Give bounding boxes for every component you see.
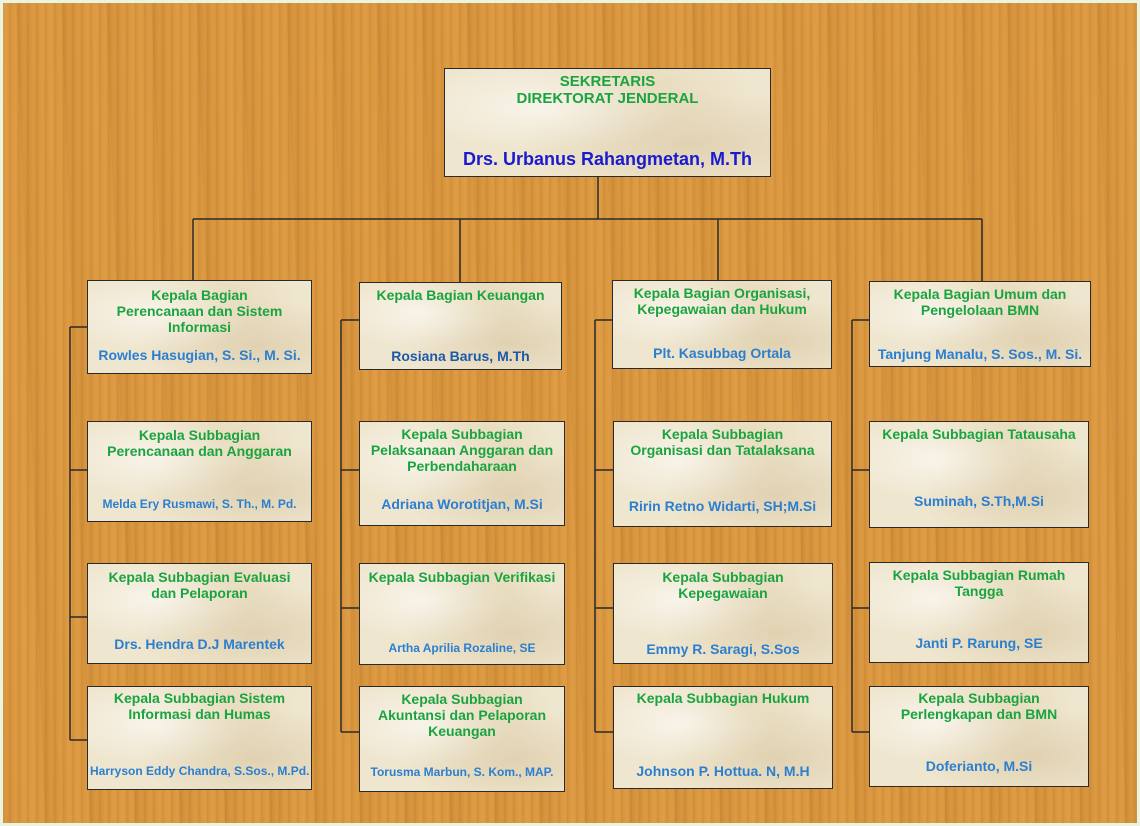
sub-name: Torusma Marbun, S. Kom., MAP. (370, 765, 554, 779)
sub-name: Johnson P. Hottua. N, M.H (636, 763, 810, 779)
sub-name: Harryson Eddy Chandra, S.Sos., M.Pd. (90, 764, 310, 778)
sub-title: Kepala Subbagian Pelaksanaan Anggaran da… (370, 426, 554, 474)
head-title: Kepala Bagian Keuangan (376, 287, 545, 303)
sub-title: Kepala Subbagian Perlengkapan dan BMN (900, 690, 1058, 722)
sub-name: Doferianto, M.Si (925, 758, 1033, 774)
sub-box-kepegawaian: Kepala Subbagian Kepegawaian Emmy R. Sar… (613, 563, 833, 664)
sub-name: Emmy R. Saragi, S.Sos (646, 641, 800, 657)
sub-title: Kepala Subbagian Tatausaha (882, 426, 1076, 442)
sub-title: Kepala Subbagian Evaluasi dan Pelaporan (108, 569, 291, 601)
sub-box-tatausaha: Kepala Subbagian Tatausaha Suminah, S.Th… (869, 421, 1089, 528)
head-title: Kepala Bagian Organisasi, Kepegawaian da… (633, 285, 811, 317)
sub-box-akuntansi-pelaporan: Kepala Subbagian Akuntansi dan Pelaporan… (359, 686, 565, 792)
sub-box-verifikasi: Kepala Subbagian Verifikasi Artha Aprili… (359, 563, 565, 665)
head-box-keuangan: Kepala Bagian Keuangan Rosiana Barus, M.… (359, 282, 562, 370)
head-name: Tanjung Manalu, S. Sos., M. Si. (877, 346, 1083, 362)
head-box-perencanaan: Kepala Bagian Perencanaan dan Sistem Inf… (87, 280, 312, 374)
head-name: Plt. Kasubbag Ortala (653, 345, 791, 361)
sekretaris-name: Drs. Urbanus Rahangmetan, M.Th (462, 149, 753, 169)
sub-box-rumah-tangga: Kepala Subbagian Rumah Tangga Janti P. R… (869, 562, 1089, 663)
sub-name: Adriana Worotitjan, M.Si (381, 496, 543, 512)
sekretaris-box: SEKRETARIS DIREKTORAT JENDERAL Drs. Urba… (444, 68, 771, 177)
head-box-organisasi: Kepala Bagian Organisasi, Kepegawaian da… (612, 280, 832, 369)
sub-box-pelaksanaan-anggaran: Kepala Subbagian Pelaksanaan Anggaran da… (359, 421, 565, 526)
sub-box-hukum: Kepala Subbagian Hukum Johnson P. Hottua… (613, 686, 833, 789)
sub-title: Kepala Subbagian Akuntansi dan Pelaporan… (377, 691, 547, 739)
head-title: Kepala Bagian Umum dan Pengelolaan BMN (893, 286, 1067, 318)
sub-title: Kepala Subbagian Kepegawaian (662, 569, 784, 601)
sub-box-perencanaan-anggaran: Kepala Subbagian Perencanaan dan Anggara… (87, 421, 312, 522)
sub-name: Melda Ery Rusmawi, S. Th., M. Pd. (102, 497, 297, 511)
sub-title: Kepala Subbagian Hukum (636, 690, 810, 706)
sub-name: Suminah, S.Th,M.Si (914, 493, 1044, 509)
head-title: Kepala Bagian Perencanaan dan Sistem Inf… (116, 287, 283, 335)
sub-box-evaluasi-pelaporan: Kepala Subbagian Evaluasi dan Pelaporan … (87, 563, 312, 664)
sub-name: Ririn Retno Widarti, SH;M.Si (628, 498, 817, 514)
head-name: Rowles Hasugian, S. Si., M. Si. (98, 347, 301, 363)
sub-title: Kepala Subbagian Sistem Informasi dan Hu… (113, 690, 286, 722)
sub-title: Kepala Subbagian Organisasi dan Tatalaks… (630, 426, 815, 458)
sub-box-perlengkapan-bmn: Kepala Subbagian Perlengkapan dan BMN Do… (869, 686, 1089, 787)
sub-title: Kepala Subbagian Rumah Tangga (892, 567, 1066, 599)
sekretaris-title: SEKRETARIS DIREKTORAT JENDERAL (516, 73, 699, 107)
sub-box-sistem-informasi-humas: Kepala Subbagian Sistem Informasi dan Hu… (87, 686, 312, 790)
sub-name: Drs. Hendra D.J Marentek (114, 636, 285, 652)
sub-box-organisasi-tatalaksana: Kepala Subbagian Organisasi dan Tatalaks… (613, 421, 832, 527)
sub-name: Janti P. Rarung, SE (915, 635, 1043, 651)
head-name: Rosiana Barus, M.Th (391, 348, 530, 364)
sub-title: Kepala Subbagian Perencanaan dan Anggara… (107, 427, 292, 459)
head-box-umum-bmn: Kepala Bagian Umum dan Pengelolaan BMN T… (869, 281, 1091, 367)
sub-name: Artha Aprilia Rozaline, SE (388, 641, 536, 655)
sub-title: Kepala Subbagian Verifikasi (368, 569, 556, 585)
